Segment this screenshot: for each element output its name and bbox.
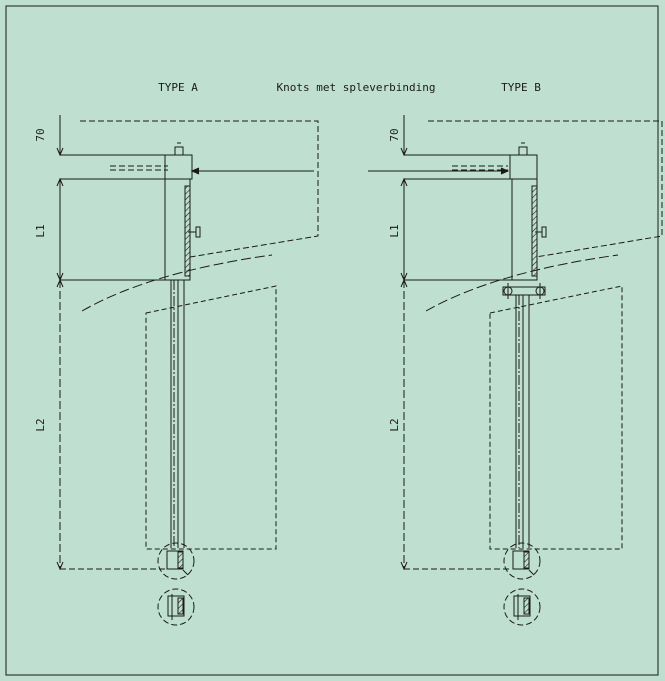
type-a-dim-l1: L1 xyxy=(34,224,47,237)
type-a-upper-outline xyxy=(80,120,319,258)
drawing-title: Knots met spleverbinding xyxy=(277,81,436,94)
type-a-dim-70: 70 xyxy=(34,128,47,141)
type-b-upper-outline xyxy=(428,120,663,258)
type-b-curve xyxy=(425,254,619,312)
type-b-dim-70: 70 xyxy=(388,128,401,141)
type-b-dim-l2: L2 xyxy=(388,418,401,431)
type-a-assembly xyxy=(56,115,319,626)
drawing-border xyxy=(5,5,659,676)
type-a-curve xyxy=(81,254,273,312)
type-a-dim-l2: L2 xyxy=(34,418,47,431)
type-b-label: TYPE B xyxy=(501,81,541,94)
type-b-lower-outline xyxy=(489,285,623,550)
type-b-dim-l1: L1 xyxy=(388,224,401,237)
type-a-lower-outline xyxy=(145,285,277,550)
type-b-assembly xyxy=(368,115,663,626)
type-a-label: TYPE A xyxy=(158,81,198,94)
